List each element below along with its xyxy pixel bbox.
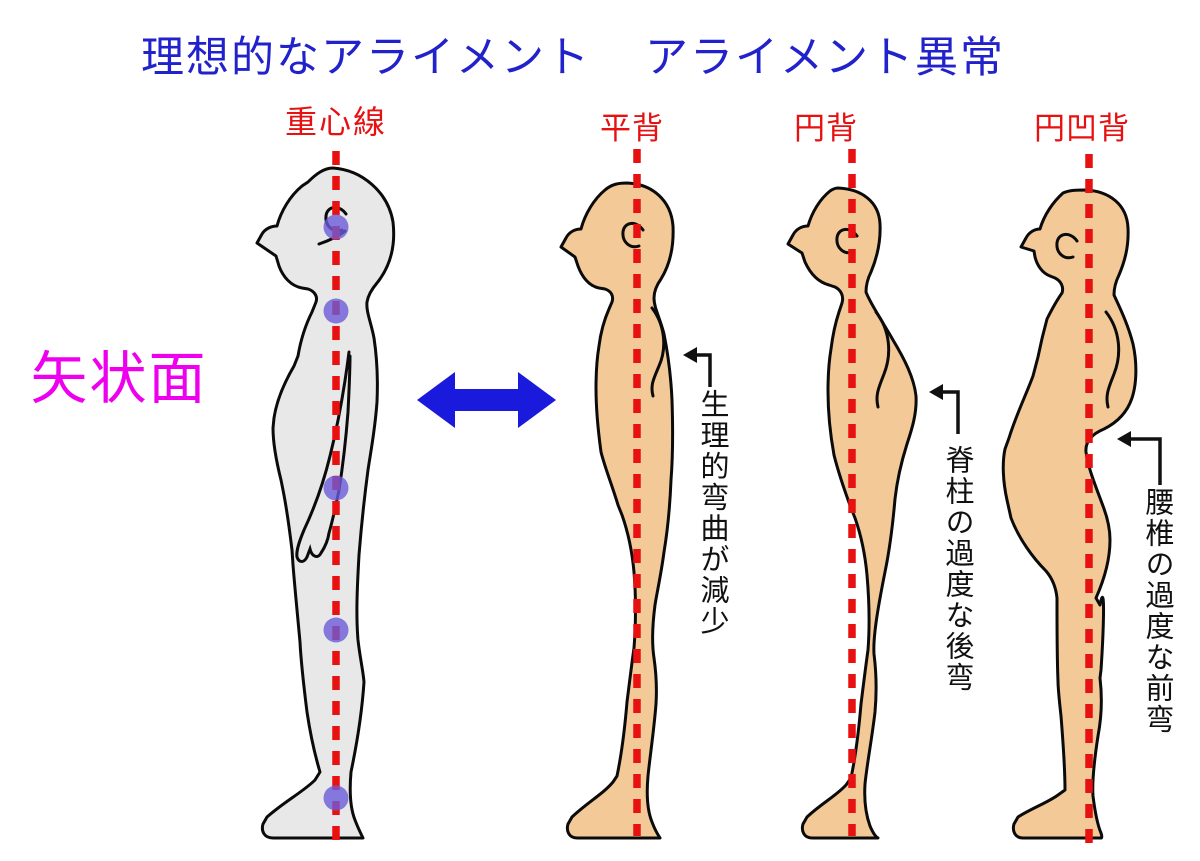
round-hollow-back-label: 円凹背 <box>1034 111 1130 147</box>
flat-back-label: 平背 <box>600 111 664 147</box>
ideal-body-silhouette <box>255 166 396 840</box>
title-alignment-abnormal: アライメント異常 <box>645 33 1005 83</box>
round-hollow-back-silhouette <box>1001 188 1138 840</box>
flat-back-figure <box>559 149 675 840</box>
flat-back-pointer-arrow <box>683 347 712 387</box>
alignment-dot-ankle <box>323 785 349 811</box>
round-hollow-back-arm-line <box>1104 310 1121 409</box>
round-hollow-back-figure <box>1001 154 1138 844</box>
round-back-pointer-head <box>929 384 943 400</box>
flat-back-note: 生理的弯曲が減少 <box>695 389 730 637</box>
alignment-dot-shoulder <box>323 298 349 324</box>
ideal-arm-line <box>295 350 352 563</box>
round-back-note: 脊柱の過度な後弯 <box>940 445 975 693</box>
alignment-dot-hip <box>323 475 349 501</box>
round-back-label: 円背 <box>794 111 858 147</box>
double-arrow-icon <box>417 372 556 428</box>
round-back-silhouette <box>786 186 918 840</box>
alignment-dot-ear <box>323 214 349 240</box>
flat-back-silhouette <box>559 181 675 840</box>
round-hollow-back-pointer-arrow <box>1117 431 1162 485</box>
flat-back-arm-line <box>650 306 666 398</box>
title-ideal-alignment: 理想的なアライメント <box>141 33 591 83</box>
ideal-figure <box>255 151 396 846</box>
round-hollow-back-note: 腰椎の過度な前弯 <box>1140 487 1175 735</box>
flat-back-pointer-head <box>683 347 697 363</box>
alignment-dot-knee <box>323 617 349 643</box>
round-back-pointer-arrow <box>929 384 960 434</box>
round-hollow-back-pointer-head <box>1117 431 1131 447</box>
alignment-markers <box>323 214 349 811</box>
round-hollow-back-pointer-shaft <box>1128 437 1162 485</box>
round-back-pointer-shaft <box>940 390 960 434</box>
round-back-figure <box>786 149 918 840</box>
gravity-line-label: 重心線 <box>284 103 388 141</box>
flat-back-pointer-shaft <box>694 353 712 387</box>
round-hollow-back-ear-line <box>1055 233 1079 260</box>
sagittal-plane-label: 矢状面 <box>30 346 208 412</box>
round-back-arm-line <box>874 310 891 409</box>
